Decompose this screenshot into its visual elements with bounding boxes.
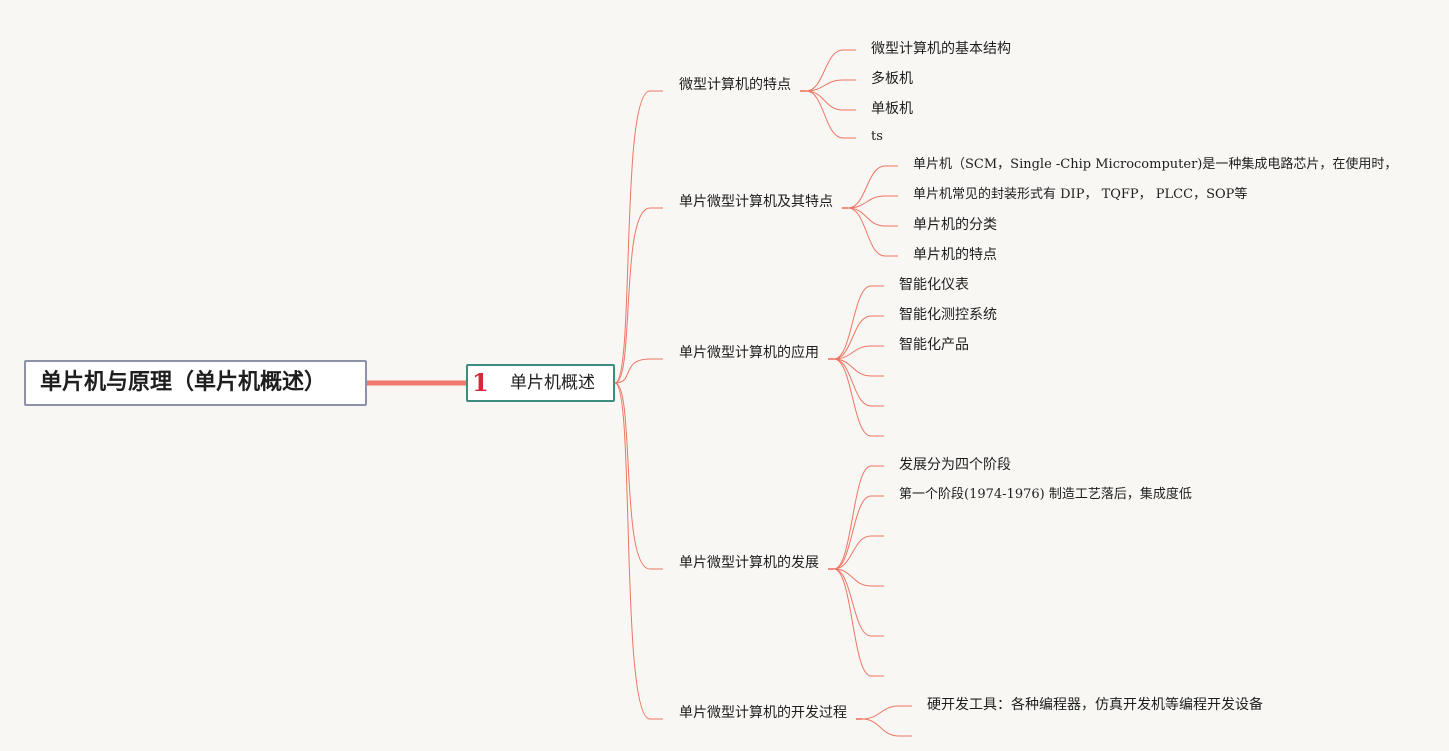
leaf-connector — [833, 345, 884, 360]
leaf-connector — [833, 568, 884, 677]
leaf-connector — [847, 165, 898, 209]
leaf-topic[interactable]: 单板机 — [871, 101, 913, 117]
leaf-topic[interactable]: 智能化仪表 — [899, 277, 969, 293]
leaf-connector — [833, 358, 884, 407]
leaf-connector — [805, 49, 856, 92]
leaf-connector — [833, 465, 884, 570]
main-topic-label: 单片机概述 — [510, 373, 595, 393]
leaf-topic[interactable]: 智能化测控系统 — [899, 307, 997, 323]
empty-leaf-topic[interactable] — [899, 576, 909, 594]
priority-1-icon: 1 — [472, 368, 489, 397]
leaf-topic[interactable]: 单片机（SCM，Single -Chip Microcomputer)是一种集成… — [913, 157, 1398, 172]
leaf-topic[interactable]: 单片机的分类 — [913, 217, 997, 233]
leaf-connector — [847, 207, 898, 257]
leaf-connector — [833, 358, 884, 437]
leaf-connector — [833, 315, 884, 360]
leaf-connector — [847, 195, 898, 209]
leaf-connector — [833, 495, 884, 570]
empty-leaf-topic[interactable] — [899, 426, 909, 444]
leaf-connector — [805, 90, 856, 139]
category-topic[interactable]: 微型计算机的特点 — [679, 77, 791, 93]
category-connector — [614, 358, 663, 384]
category-topic[interactable]: 单片微型计算机的开发过程 — [679, 705, 847, 721]
leaf-connector — [833, 568, 884, 637]
leaf-connector — [805, 90, 856, 111]
leaf-topic[interactable]: 微型计算机的基本结构 — [871, 41, 1011, 57]
root-topic[interactable]: 单片机与原理（单片机概述） — [24, 360, 367, 406]
leaf-topic[interactable]: 第一个阶段(1974-1976) 制造工艺落后，集成度低 — [899, 487, 1192, 502]
leaf-connector — [833, 535, 884, 570]
leaf-topic[interactable]: 智能化产品 — [899, 337, 969, 353]
leaf-topic[interactable]: ts — [871, 129, 883, 144]
root-topic-label: 单片机与原理（单片机概述） — [40, 370, 327, 395]
category-topic[interactable]: 单片微型计算机的应用 — [679, 345, 819, 361]
empty-leaf-topic[interactable] — [899, 666, 909, 684]
leaf-connector — [861, 718, 912, 737]
leaf-topic[interactable]: 硬开发工具：各种编程器，仿真开发机等编程开发设备 — [927, 697, 1263, 713]
empty-leaf-topic[interactable] — [927, 726, 937, 744]
leaf-topic[interactable]: 单片机常见的封装形式有 DIP， TQFP， PLCC，SOP等 — [913, 187, 1248, 202]
category-connector — [614, 382, 663, 720]
leaf-topic[interactable]: 发展分为四个阶段 — [899, 457, 1011, 473]
leaf-connector — [847, 207, 898, 227]
leaf-connector — [833, 568, 884, 587]
leaf-connector — [805, 79, 856, 92]
category-topic[interactable]: 单片微型计算机的发展 — [679, 555, 819, 571]
main-topic[interactable]: 1 单片机概述 — [466, 364, 615, 402]
leaf-topic[interactable]: 单片机的特点 — [913, 247, 997, 263]
leaf-connector — [833, 285, 884, 360]
leaf-connector — [833, 358, 884, 377]
category-topic[interactable]: 单片微型计算机及其特点 — [679, 194, 833, 210]
empty-leaf-topic[interactable] — [899, 526, 909, 544]
leaf-connector — [861, 705, 912, 720]
category-connector — [614, 90, 663, 384]
leaf-topic[interactable]: 多板机 — [871, 71, 913, 87]
empty-leaf-topic[interactable] — [899, 626, 909, 644]
category-connector — [614, 207, 663, 384]
empty-leaf-topic[interactable] — [899, 366, 909, 384]
category-connector — [614, 382, 663, 570]
empty-leaf-topic[interactable] — [899, 396, 909, 414]
